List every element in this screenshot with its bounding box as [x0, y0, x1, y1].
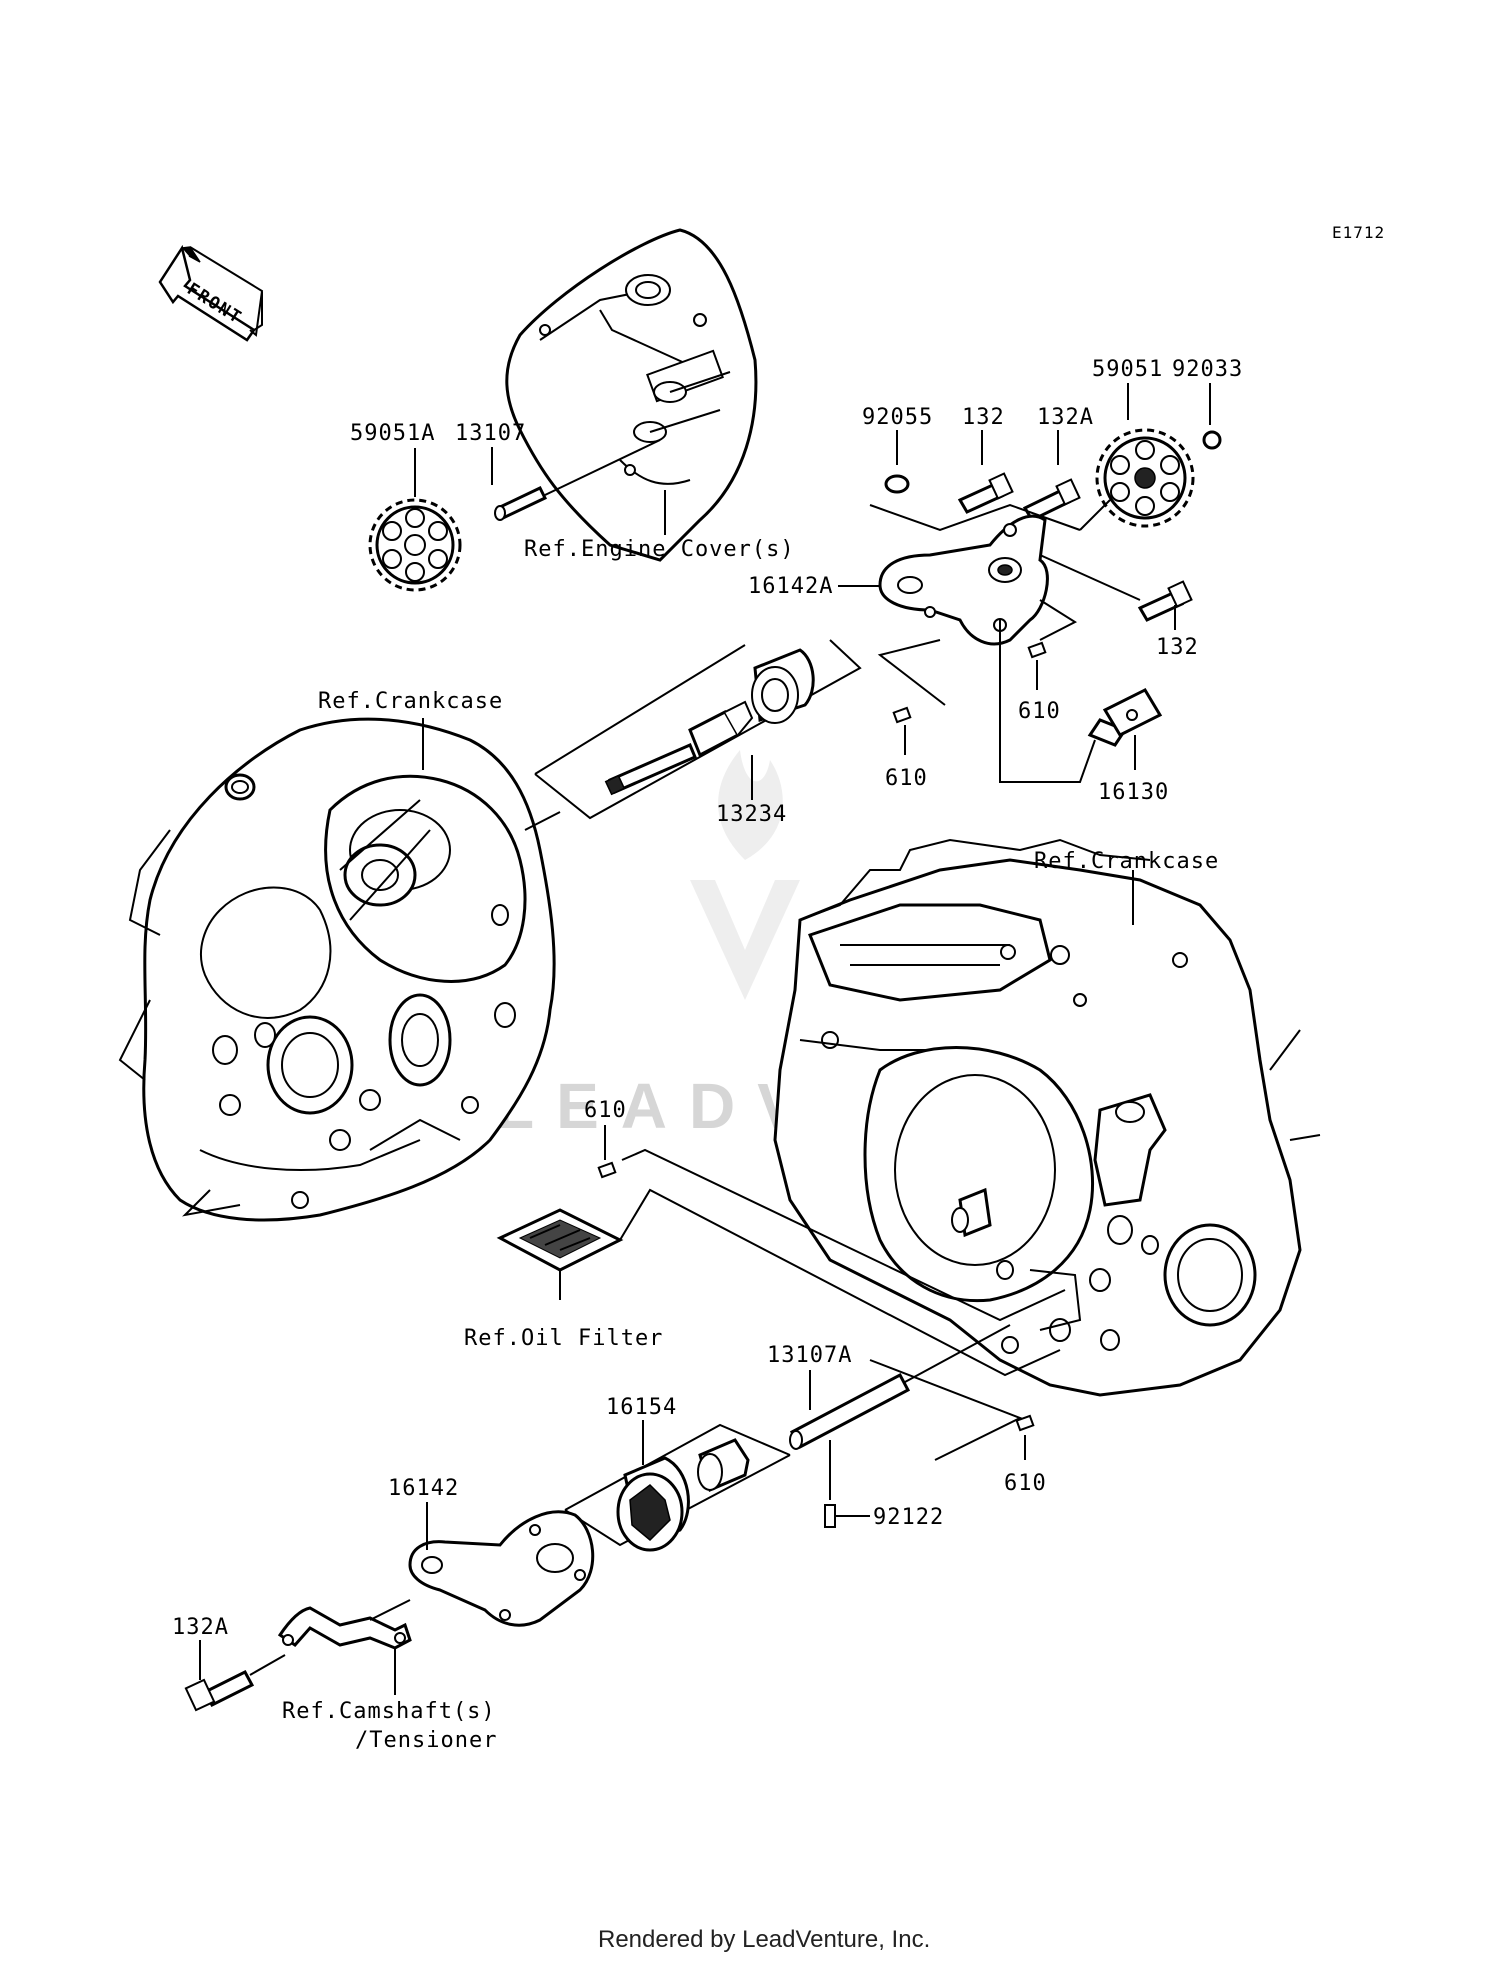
bolt-132A-bottom-icon [184, 1670, 255, 1712]
washer-92055-icon [884, 474, 910, 494]
leader-132-right-bolt [1039, 554, 1141, 601]
gear-59051-icon [1095, 428, 1195, 528]
part-132-top: 132 [962, 405, 1005, 430]
part-16142A: 16142A [748, 574, 833, 599]
part-132A-top: 132A [1037, 405, 1094, 430]
ref-camshaft-line1: Ref.Camshaft(s) [282, 1699, 496, 1724]
pin-13107-icon [494, 486, 548, 521]
front-arrow-icon: FRONT [158, 244, 264, 342]
part-132-right: 132 [1156, 635, 1199, 660]
plug-16130-icon [1087, 688, 1163, 747]
part-16130: 16130 [1098, 780, 1169, 805]
pump-body-16142-icon [408, 1510, 595, 1627]
leader-610-b-box [877, 639, 946, 706]
tensioner-bracket-icon [277, 1606, 412, 1650]
part-610-d: 610 [1004, 1471, 1047, 1496]
dowel-610-c-icon [597, 1161, 617, 1179]
part-92122: 92122 [873, 1505, 944, 1530]
leader-610-d-box [869, 1359, 1023, 1461]
diagram-code: E1712 [1332, 223, 1385, 242]
circlip-92033-icon [1202, 430, 1222, 450]
oil-filter-icon [496, 1208, 624, 1272]
rotor-set-16154-icon [616, 1438, 750, 1552]
bolt-132-top-icon [957, 472, 1014, 514]
bolt-132A-top-icon [1022, 478, 1081, 522]
rotor-13234-icon [751, 648, 815, 724]
leader-610-a-box [1039, 599, 1078, 641]
part-59051: 59051 [1092, 357, 1163, 382]
shaft-13107A-icon [789, 1372, 911, 1450]
pump-housing-16142A-icon [878, 514, 1049, 646]
part-13234: 13234 [716, 802, 787, 827]
shaft-13234-icon [604, 700, 754, 796]
crankcase-right-illustration [773, 838, 1321, 1397]
dowel-610-d-icon [1015, 1414, 1035, 1432]
ref-oil-filter: Ref.Oil Filter [464, 1326, 663, 1351]
part-92033: 92033 [1172, 357, 1243, 382]
part-13107: 13107 [455, 421, 526, 446]
leader-610-c-box [621, 1148, 1066, 1322]
watermark-logo-icon [690, 750, 800, 1000]
part-16142: 16142 [388, 1476, 459, 1501]
ref-camshaft-line2: /Tensioner [355, 1728, 497, 1753]
engine-cover-illustration [505, 228, 758, 562]
leader-housing-top [869, 499, 1111, 532]
dowel-610-b-icon [892, 706, 912, 724]
part-610-c: 610 [584, 1098, 627, 1123]
part-610-b: 610 [885, 766, 928, 791]
part-16154: 16154 [606, 1395, 677, 1420]
leader-13234-crankcase [524, 811, 561, 831]
part-13107A: 13107A [767, 1343, 852, 1368]
dowel-610-a-icon [1027, 641, 1047, 659]
crankcase-left-illustration [118, 717, 556, 1222]
part-92055: 92055 [862, 405, 933, 430]
ref-crankcase-right: Ref.Crankcase [1034, 849, 1219, 874]
part-610-a: 610 [1018, 699, 1061, 724]
pin-92122-icon [824, 1504, 836, 1528]
ref-crankcase-left: Ref.Crankcase [318, 689, 503, 714]
leader-13107A-crankcase [904, 1324, 1011, 1383]
part-59051A: 59051A [350, 421, 435, 446]
leader-132A-bottom-to-bracket [249, 1654, 286, 1676]
gear-59051A-icon [368, 498, 462, 592]
leader-16130-bracket [999, 620, 1096, 783]
part-132A-bottom: 132A [172, 1615, 229, 1640]
leader-oil-filter-box [559, 1188, 1061, 1377]
footer-credit: Rendered by LeadVenture, Inc. [598, 1926, 930, 1953]
bolt-132-right-icon [1137, 580, 1193, 622]
leader-camshaft-to-pump [369, 1599, 411, 1621]
ref-engine-cover: Ref.Engine Cover(s) [524, 537, 795, 562]
leader-13107-cover [544, 439, 661, 496]
